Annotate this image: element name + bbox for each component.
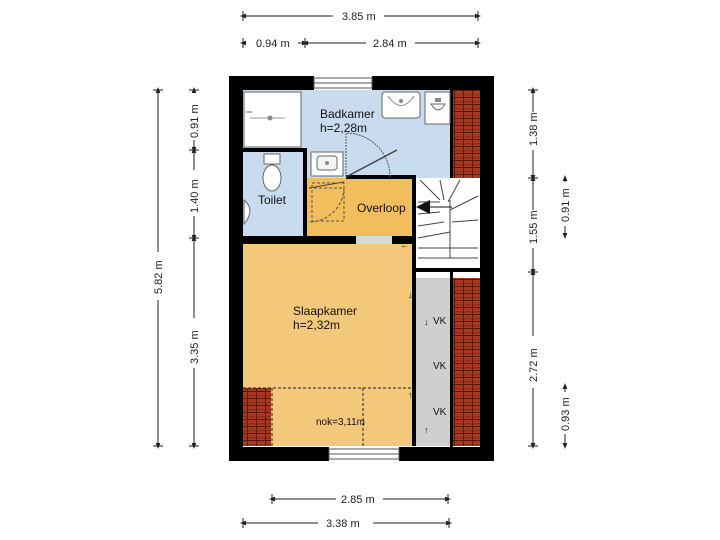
room-height-bedroom: h=2,32m (293, 318, 340, 332)
svg-text:←: ← (400, 240, 409, 250)
doors (308, 132, 398, 223)
wall-toilet-right (303, 148, 307, 238)
roof-slope-lines (243, 387, 412, 446)
dim-bottom-inner: 2.85 m (341, 494, 375, 506)
wall-stair-bottom (412, 268, 480, 272)
dim-right-upper: 1.55 m (528, 210, 540, 244)
washbasin-icon (424, 91, 451, 125)
room-label-landing: Overloop (357, 201, 406, 215)
door-icon (345, 132, 391, 178)
door-icon (308, 187, 345, 223)
wall-bedroom-top-left (242, 236, 356, 244)
small-markers: ← ↓ ↓ ↑ ↑ (400, 240, 429, 435)
storage-label: VK (433, 407, 447, 418)
dim-left-top: 0.91 m (189, 104, 201, 138)
roof-tile-icon (452, 278, 480, 446)
wall-tiles-top (450, 90, 453, 178)
room-label-toilet: Toilet (258, 193, 287, 207)
wall-toilet-top (242, 148, 304, 152)
wall-bath-bottom (346, 175, 416, 179)
wall-tiles-bottom (450, 272, 453, 447)
dim-right-top: 1.38 m (528, 112, 540, 146)
dim-left-bottom: 3.35 m (189, 330, 201, 364)
roof-tile-icon (452, 90, 480, 178)
room-label-bedroom: Slaapkamer (293, 304, 357, 318)
roof-tiles (243, 90, 480, 446)
dim-bottom-total: 3.38 m (326, 518, 360, 530)
windows (313, 77, 400, 460)
outer-wall-left (229, 76, 243, 461)
walls (229, 76, 494, 461)
svg-text:↓: ↓ (408, 290, 413, 300)
dim-top-left: 0.94 m (256, 38, 290, 50)
roof-tile-icon (243, 388, 271, 446)
dim-right-upper-small: 0.91 m (560, 188, 572, 222)
svg-text:↑: ↑ (424, 425, 429, 435)
stair-area (415, 178, 480, 270)
dimension-lines (153, 11, 568, 528)
dim-left-mid: 1.40 m (189, 179, 201, 213)
room-height-bathroom: h=2,28m (320, 121, 367, 135)
storage-label: VK (433, 361, 447, 372)
dim-top-right: 2.84 m (373, 38, 407, 50)
stairs-arrow-icon (416, 200, 430, 214)
storage-label: VK (433, 316, 447, 327)
svg-text:↑: ↑ (408, 390, 413, 400)
toilet-icon (262, 153, 282, 192)
room-label-bathroom: Badkamer (320, 107, 375, 121)
wall-bedroom-top-right (392, 236, 416, 244)
hand-basin-icon (310, 151, 344, 177)
dim-top-total: 3.85 m (342, 11, 376, 23)
outer-wall-top-left (229, 76, 314, 90)
ridge-height-label: nok=3,11m (316, 417, 365, 428)
hand-basin-icon (243, 198, 251, 226)
dim-right-lower-small: 0.93 m (560, 397, 572, 431)
outer-wall-bottom-left (229, 447, 329, 461)
outer-wall-bottom-right (399, 447, 494, 461)
shower-icon (243, 91, 302, 148)
svg-text:↓: ↓ (424, 317, 429, 327)
fixtures (243, 91, 451, 226)
outer-wall-right (480, 76, 494, 461)
stairs (416, 179, 479, 259)
storage-floor (416, 278, 451, 446)
dim-right-lower: 2.72 m (528, 348, 540, 382)
outer-wall-top-right (372, 76, 494, 90)
sink-icon (381, 91, 421, 119)
wall-stair-side (412, 178, 416, 446)
dim-left-total: 5.82 m (153, 260, 165, 294)
bedroom-door-opening (356, 236, 392, 244)
